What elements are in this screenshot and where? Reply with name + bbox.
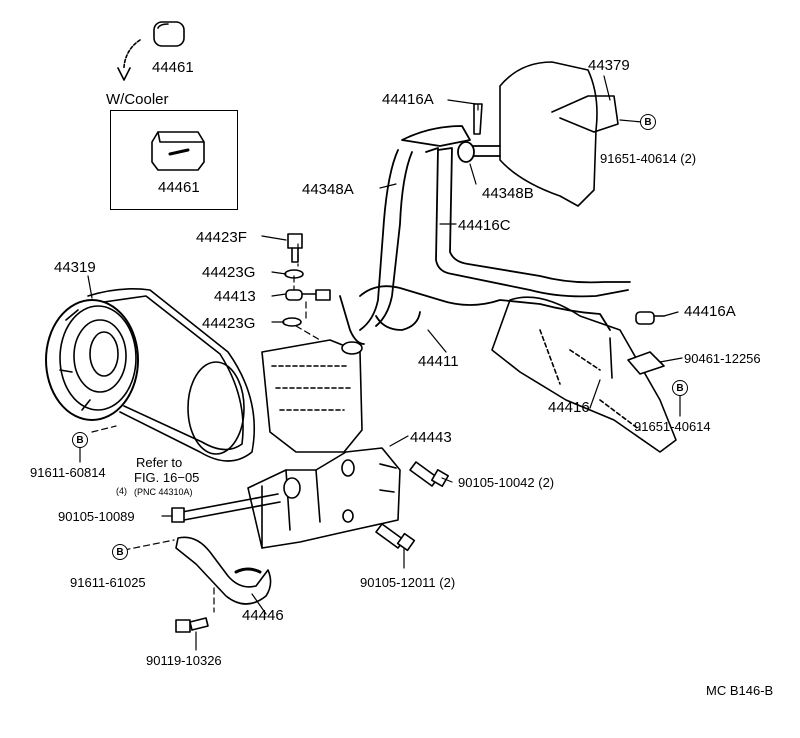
part-label-44348A: 44348A <box>302 181 354 198</box>
reference-line-1: Refer to <box>136 455 183 470</box>
part-label-44348B: 44348B <box>482 185 534 202</box>
b-badge-icon: B <box>112 544 128 560</box>
b-badge-icon: B <box>72 432 88 448</box>
part-label-90105-12011: 90105-12011 (2) <box>360 575 456 590</box>
part-label-44379: 44379 <box>588 57 630 74</box>
bolt-90119-10326 <box>175 617 209 633</box>
compressor-body <box>261 339 363 453</box>
reference-line-4: (PNC 44310A) <box>134 487 193 497</box>
cooler-variant-box <box>110 110 238 210</box>
power-steering-pump <box>491 61 677 453</box>
part-label-91651-40614-2: 91651-40614 (2) <box>600 151 697 166</box>
grommet-44461-cooler <box>151 131 205 171</box>
leader-lines <box>79 75 683 651</box>
reference-line-2: FIG. 16−05 <box>134 470 200 485</box>
part-label-90461-12256: 90461-12256 <box>684 351 761 366</box>
part-label-44416A-right: 44416A <box>684 303 736 320</box>
part-label-91611-61025: 91611-61025 <box>70 575 146 590</box>
part-label-44446: 44446 <box>242 607 284 624</box>
part-label-44443: 44443 <box>410 429 452 446</box>
part-label-44423G-2: 44423G <box>202 315 256 332</box>
bracket-44443 <box>247 447 401 549</box>
diagram-code: MC B146-B <box>706 683 774 698</box>
bolt-90105-12011 <box>375 523 416 552</box>
b-badge-icon: B <box>640 114 656 130</box>
fittings <box>282 103 665 379</box>
bracket-44446 <box>175 536 272 605</box>
part-label-91611-60814: 91611-60814 <box>30 465 106 480</box>
part-label-44413: 44413 <box>214 288 256 305</box>
part-label-90119-10326: 90119-10326 <box>146 653 222 668</box>
reference-line-3: (4) <box>116 486 127 496</box>
dashed-leaders <box>91 99 479 613</box>
part-label-90105-10089: 90105-10089 <box>58 509 135 524</box>
pulley-44319 <box>45 299 139 421</box>
b-badge-icon: B <box>672 380 688 396</box>
part-label-91651-40614: 91651-40614 <box>634 419 711 434</box>
part-label-44423G-1: 44423G <box>202 264 256 281</box>
part-label-90105-10042: 90105-10042 (2) <box>458 475 555 490</box>
part-label-44416: 44416 <box>548 399 590 416</box>
part-label-44319: 44319 <box>54 259 96 276</box>
part-label-44416A-top: 44416A <box>382 91 434 108</box>
hose-assembly <box>339 125 631 345</box>
bolt-90105-10042 <box>409 461 449 487</box>
part-label-44423F: 44423F <box>196 229 247 246</box>
bolt-90105-10089 <box>171 493 281 523</box>
part-label-44461: 44461 <box>152 59 194 76</box>
part-label-44416C: 44416C <box>458 217 511 234</box>
part-label-44461-cooler: 44461 <box>158 179 200 196</box>
part-label-44411: 44411 <box>418 353 459 370</box>
cooler-box-title: W/Cooler <box>106 91 169 108</box>
grommet-44461-top <box>153 21 185 47</box>
